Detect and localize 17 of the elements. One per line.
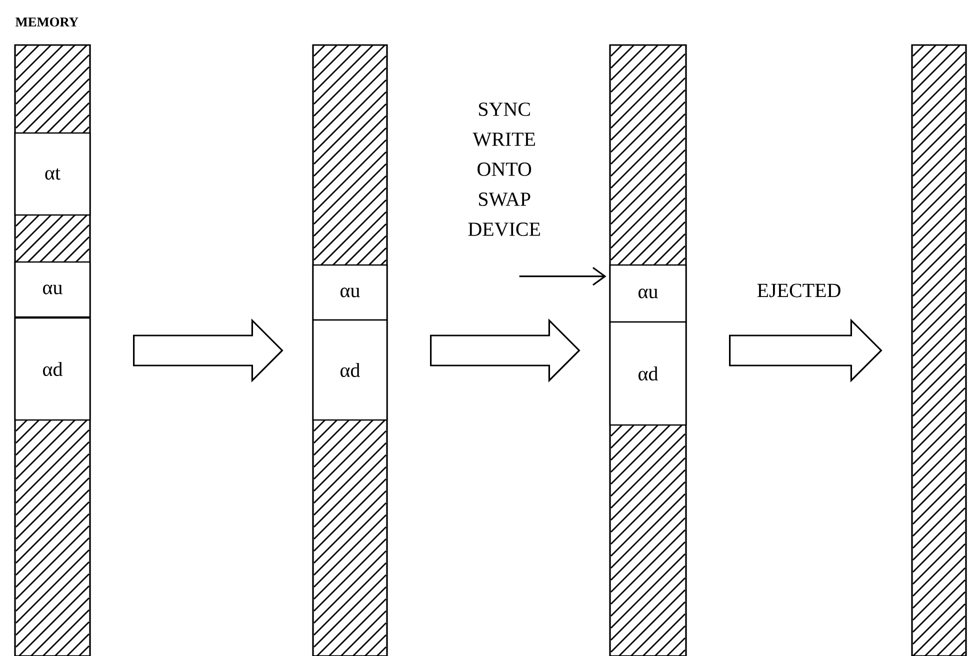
edge-label: EJECTED xyxy=(757,284,840,298)
memory-segment: αu xyxy=(14,261,91,318)
edge-label: SYNC WRITE ONTO SWAP DEVICE xyxy=(468,102,540,236)
memory-segment: αt xyxy=(14,132,91,216)
arrow xyxy=(519,267,606,286)
node-label: MEMORY xyxy=(16,18,78,26)
block-arrow xyxy=(430,318,580,382)
memory-segment: αu xyxy=(312,264,388,321)
memory-segment: αd xyxy=(609,321,687,426)
block-arrow xyxy=(133,318,284,382)
memory-segment: αu xyxy=(609,264,687,323)
memory-column xyxy=(609,44,687,656)
block-arrow xyxy=(729,318,882,382)
memory-column xyxy=(312,44,388,656)
memory-column xyxy=(911,44,967,656)
memory-segment: αd xyxy=(312,319,388,421)
memory-segment: αd xyxy=(14,317,91,421)
